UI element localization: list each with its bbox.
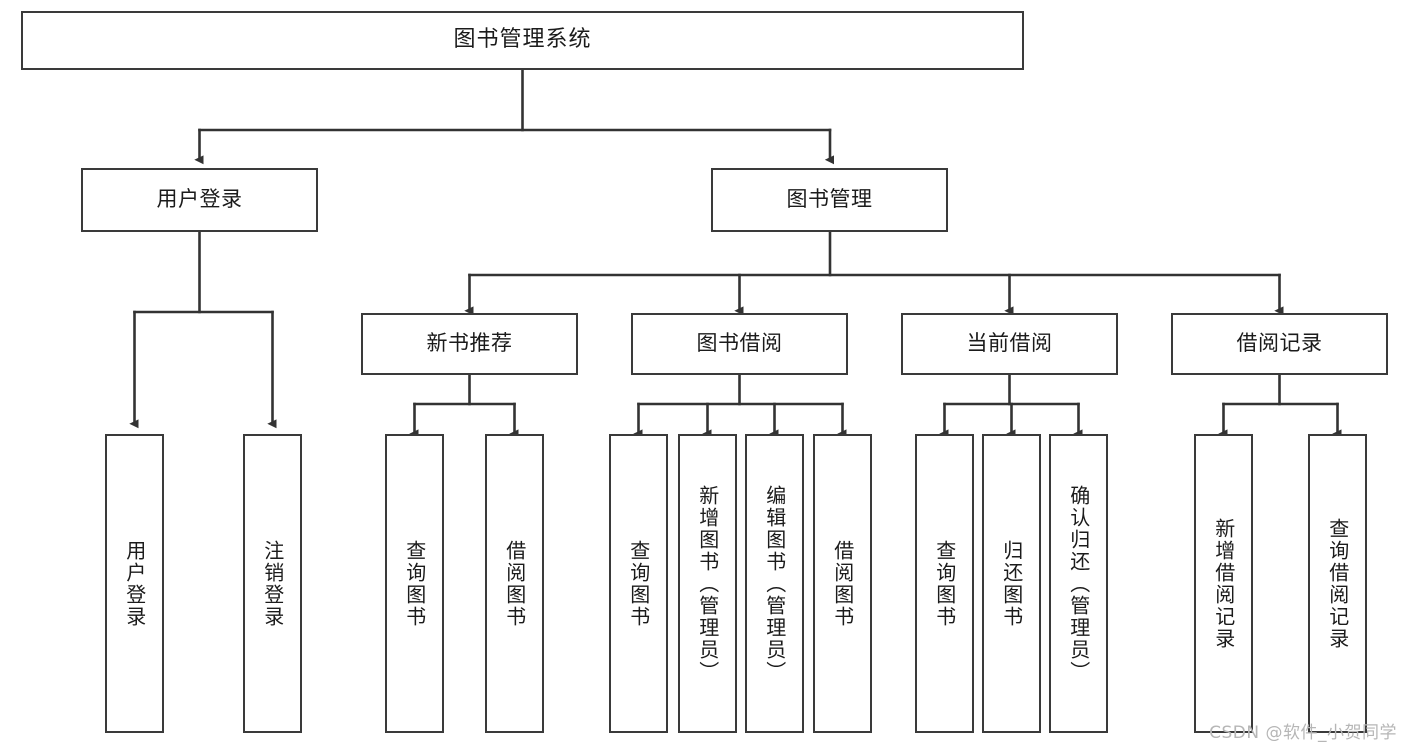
leaf-user-login-signin-label: 用户登录 <box>122 539 147 628</box>
leaf-current-return-book[interactable]: 归还图书 <box>982 434 1041 733</box>
leaf-borrow-query-book-label: 查询图书 <box>626 539 651 628</box>
leaf-user-login-signin[interactable]: 用户登录 <box>105 434 164 733</box>
leaf-borrow-borrow-book-label: 借阅图书 <box>830 539 855 628</box>
leaf-user-login-signout-label: 注销登录 <box>260 539 285 628</box>
leaf-current-query-book-label: 查询图书 <box>932 539 957 628</box>
node-current-borrow-label: 当前借阅 <box>966 331 1053 356</box>
node-current-borrow[interactable]: 当前借阅 <box>901 313 1118 375</box>
leaf-record-add-record[interactable]: 新增借阅记录 <box>1194 434 1253 733</box>
leaf-current-query-book[interactable]: 查询图书 <box>915 434 974 733</box>
node-user-login[interactable]: 用户登录 <box>81 168 318 232</box>
leaf-borrow-borrow-book[interactable]: 借阅图书 <box>813 434 872 733</box>
leaf-recommend-borrow-book[interactable]: 借阅图书 <box>485 434 544 733</box>
node-root-label: 图书管理系统 <box>453 27 592 53</box>
leaf-recommend-borrow-book-label: 借阅图书 <box>502 539 527 628</box>
leaf-borrow-add-book[interactable]: 新增图书（管理员） <box>678 434 737 733</box>
leaf-recommend-query-book-label: 查询图书 <box>402 539 427 628</box>
node-borrow-record-label: 借阅记录 <box>1236 331 1323 356</box>
leaf-current-confirm-return[interactable]: 确认归还（管理员） <box>1049 434 1108 733</box>
node-user-login-label: 用户登录 <box>156 187 243 212</box>
node-book-borrow-label: 图书借阅 <box>696 331 783 356</box>
node-new-book-recommend[interactable]: 新书推荐 <box>361 313 578 375</box>
node-new-book-recommend-label: 新书推荐 <box>426 331 513 356</box>
leaf-current-return-book-label: 归还图书 <box>999 539 1024 628</box>
leaf-current-confirm-return-label: 确认归还（管理员） <box>1066 484 1091 683</box>
leaf-borrow-edit-book-label: 编辑图书（管理员） <box>762 484 787 683</box>
leaf-borrow-edit-book[interactable]: 编辑图书（管理员） <box>745 434 804 733</box>
leaf-recommend-query-book[interactable]: 查询图书 <box>385 434 444 733</box>
node-borrow-record[interactable]: 借阅记录 <box>1171 313 1388 375</box>
leaf-borrow-query-book[interactable]: 查询图书 <box>609 434 668 733</box>
leaf-borrow-add-book-label: 新增图书（管理员） <box>695 484 720 683</box>
node-root[interactable]: 图书管理系统 <box>21 11 1024 70</box>
node-book-management[interactable]: 图书管理 <box>711 168 948 232</box>
csdn-watermark: CSDN @软件_小贺同学 <box>1209 723 1397 743</box>
leaf-record-query-record[interactable]: 查询借阅记录 <box>1308 434 1367 733</box>
leaf-user-login-signout[interactable]: 注销登录 <box>243 434 302 733</box>
node-book-management-label: 图书管理 <box>786 187 873 212</box>
leaf-record-query-record-label: 查询借阅记录 <box>1325 517 1350 650</box>
leaf-record-add-record-label: 新增借阅记录 <box>1211 517 1236 650</box>
node-book-borrow[interactable]: 图书借阅 <box>631 313 848 375</box>
